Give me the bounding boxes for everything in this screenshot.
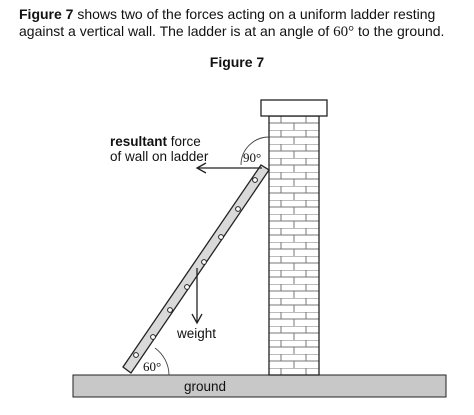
ladder-rung: [184, 284, 190, 290]
angle-arc-top: [240, 136, 270, 166]
resultant-force-arrow: [195, 162, 262, 174]
wall-cap: [260, 99, 328, 117]
angle-value: 60°: [333, 24, 355, 40]
weight-label: weight: [176, 326, 216, 341]
question-text-part1: shows two of the forces acting on a unif…: [19, 6, 436, 39]
figure-caption: Figure 7: [209, 54, 265, 70]
ladder-rung: [133, 352, 139, 358]
ladder-rung: [218, 234, 224, 240]
ladder-rungs: [133, 177, 258, 358]
question-text-part2: to the ground.: [354, 23, 445, 39]
resultant-force-label: resultant force: [110, 134, 201, 149]
ladder-rung: [167, 307, 173, 313]
ladder-rung: [235, 206, 241, 212]
angle-label-90: 90°: [243, 150, 261, 165]
weight-arrow: [191, 268, 203, 325]
angle-arc-bottom: [154, 347, 170, 376]
ladder-rung: [150, 334, 156, 340]
figure-reference: Figure 7: [19, 6, 74, 22]
ground-strip: [72, 374, 447, 398]
ground-label: ground: [184, 379, 226, 394]
brick-wall: [268, 115, 320, 376]
angle-label-60: 60°: [143, 359, 161, 374]
ladder-rung: [252, 177, 258, 183]
resultant-force-label-line2: of wall on ladder: [110, 149, 209, 164]
ladder-rung: [201, 259, 207, 265]
question-text: Figure 7 shows two of the forces acting …: [19, 6, 464, 41]
ladder: [122, 164, 270, 374]
